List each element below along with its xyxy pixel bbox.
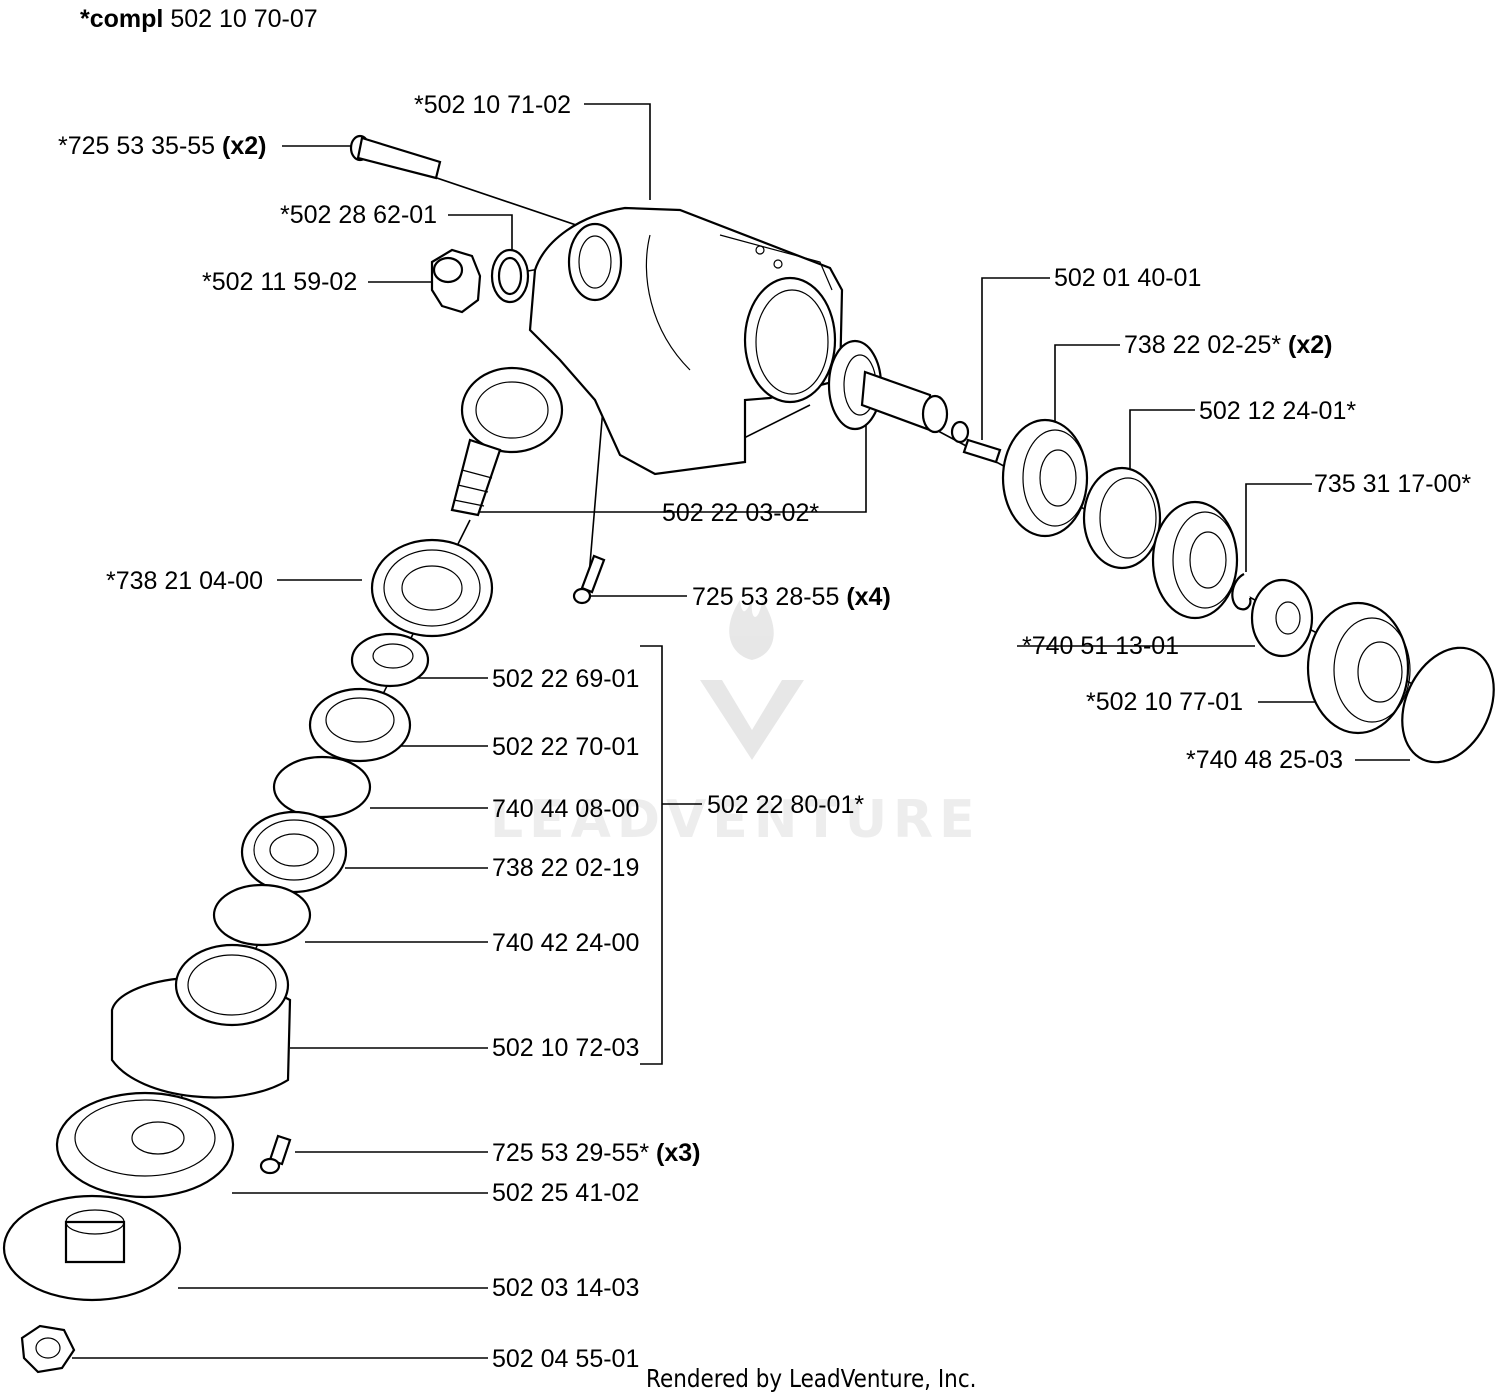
- gear-housing: [528, 206, 844, 476]
- bearing-top: [370, 538, 494, 638]
- label-bushing[interactable]: *502 10 77-01: [1086, 688, 1244, 716]
- long-screw: [349, 134, 442, 180]
- assembly-number-value: 502 10 70-07: [170, 5, 318, 33]
- label-nut-0455[interactable]: 502 04 55-01: [492, 1345, 640, 1373]
- washer-740: [1250, 578, 1314, 658]
- label-plug[interactable]: *502 11 59-02: [202, 268, 358, 296]
- o-ring: [1401, 646, 1495, 764]
- assembly-number: *compl 502 10 70-07: [80, 4, 318, 34]
- watermark-logo: [700, 600, 804, 760]
- ring-74042: [212, 883, 312, 947]
- label-screw-long[interactable]: *725 53 35-55 (x2): [58, 132, 267, 160]
- label-bearing-top[interactable]: *738 21 04-00: [106, 567, 264, 595]
- footer-credit: Rendered by LeadVenture, Inc.: [646, 1364, 977, 1393]
- washer: [490, 248, 530, 304]
- pinion-gear: [827, 339, 949, 434]
- plug: [430, 248, 482, 314]
- label-ring-74042[interactable]: 740 42 24-00: [492, 929, 640, 957]
- small-screw-x4: [572, 554, 606, 605]
- label-cover-1072[interactable]: 502 10 72-03: [492, 1034, 640, 1062]
- cover-1072: [110, 943, 292, 1099]
- label-spacer-ring[interactable]: 502 12 24-01*: [1199, 397, 1357, 425]
- bearing-2219: [240, 810, 348, 894]
- label-ring-74044[interactable]: 740 44 08-00: [492, 795, 640, 823]
- holder-2541: [55, 1091, 235, 1199]
- label-seal-2270[interactable]: 502 22 70-01: [492, 733, 640, 761]
- spacer-2269: [350, 632, 430, 688]
- label-gear-set[interactable]: 502 22 03-02*: [662, 499, 820, 527]
- seal-2270: [308, 687, 412, 763]
- label-bearing-2219[interactable]: 738 22 02-19: [492, 854, 640, 882]
- label-snap-ring[interactable]: 735 31 17-00*: [1314, 470, 1472, 498]
- label-washer[interactable]: *502 28 62-01: [280, 201, 438, 229]
- label-spacer-2269[interactable]: 502 22 69-01: [492, 665, 640, 693]
- snap-ring: [1231, 573, 1252, 611]
- bearing-upper-1: [1001, 418, 1089, 538]
- label-kit-2280[interactable]: 502 22 80-01*: [707, 791, 865, 819]
- assembly-prefix: *compl: [80, 5, 164, 33]
- label-pinion-nut[interactable]: 502 01 40-01: [1054, 264, 1202, 292]
- label-housing[interactable]: *502 10 71-02: [414, 91, 572, 119]
- bearing-upper-2: [1151, 500, 1239, 620]
- threaded-bushing: [1306, 601, 1411, 735]
- parts: [2, 134, 1495, 1374]
- label-oring[interactable]: *740 48 25-03: [1186, 746, 1344, 774]
- label-bearing-upper-x2[interactable]: 738 22 02-25* (x2): [1124, 331, 1333, 359]
- small-screw-x3: [259, 1134, 292, 1175]
- watermark: LEADVENTURE: [490, 790, 981, 850]
- label-holder-2541[interactable]: 502 25 41-02: [492, 1179, 640, 1207]
- cup-0314: [2, 1194, 182, 1302]
- pinion-screw: [950, 420, 1002, 464]
- spacer-ring: [1082, 466, 1162, 570]
- label-screw-x4[interactable]: 725 53 28-55 (x4): [692, 583, 891, 611]
- nut-0455: [20, 1324, 76, 1374]
- label-cup-0314[interactable]: 502 03 14-03: [492, 1274, 640, 1302]
- lower-bevel-gear: [450, 366, 564, 517]
- ring-74044: [272, 755, 372, 819]
- label-screw-x3[interactable]: 725 53 29-55* (x3): [492, 1139, 701, 1167]
- label-washer-740[interactable]: *740 51 13-01: [1022, 632, 1180, 660]
